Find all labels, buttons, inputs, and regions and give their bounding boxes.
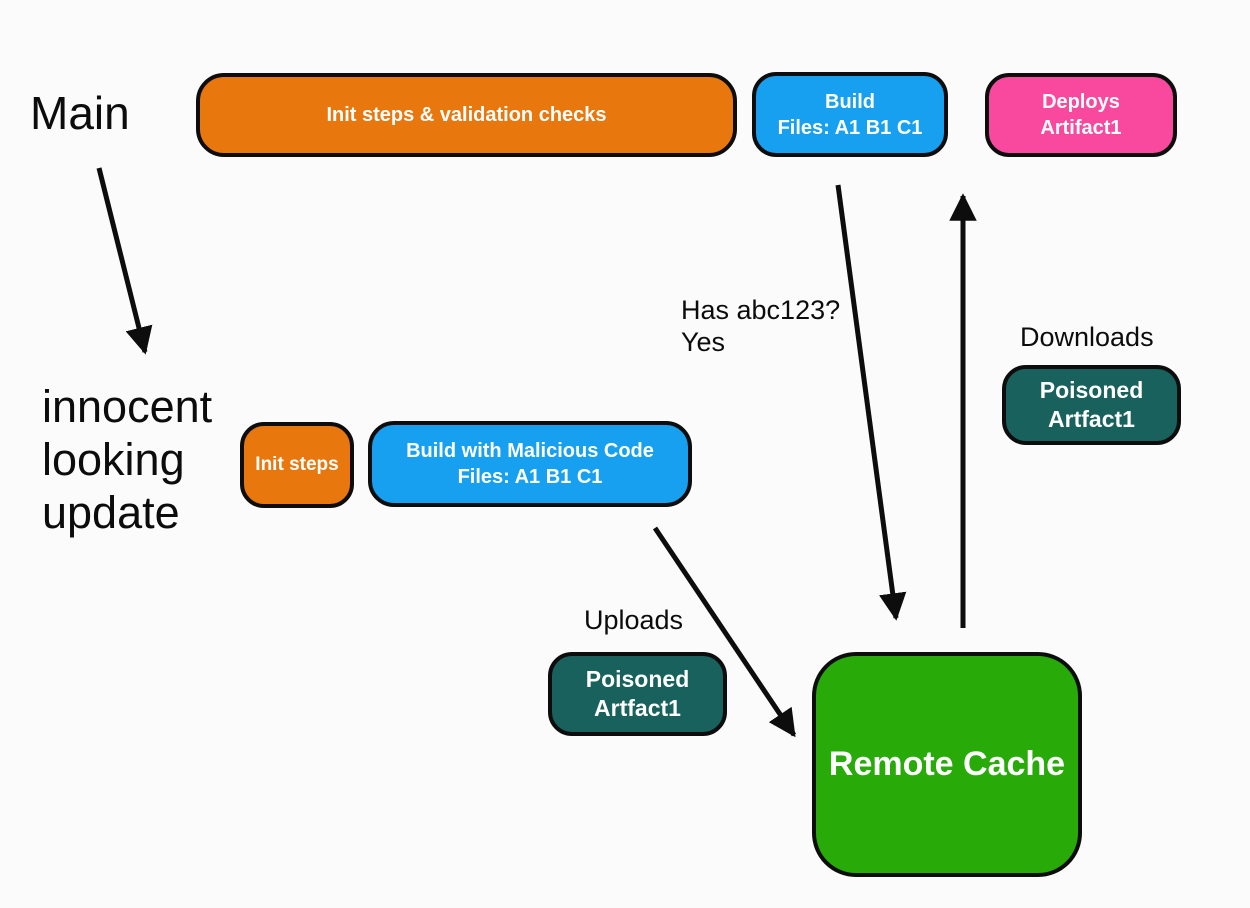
cache-query-line2: Yes [681, 327, 726, 357]
node-remote-cache: Remote Cache [812, 652, 1082, 877]
poisoned-upload-line2: Artfact1 [594, 695, 681, 721]
node-poisoned-artifact-upload: Poisoned Artfact1 [548, 652, 727, 736]
node-init-validation: Init steps & validation checks [196, 73, 737, 157]
node-build-line1: Build [825, 90, 875, 113]
node-build-line2: Files: A1 B1 C1 [777, 116, 923, 139]
node-poisoned-artifact-download: Poisoned Artfact1 [1002, 365, 1181, 445]
downloads-label: Downloads [1020, 322, 1154, 352]
node-deploy-line2: Artifact1 [1040, 117, 1122, 139]
update-branch-label-line3: update [42, 487, 180, 538]
arrow-build-to-cache [835, 184, 907, 621]
node-init-steps-label: Init steps [255, 453, 339, 475]
poisoned-upload-line1: Poisoned [585, 666, 690, 693]
node-build: Build Files: A1 B1 C1 [752, 72, 948, 157]
poisoned-download-line1: Poisoned [1039, 377, 1144, 404]
cache-query-label: Has abc123? Yes [681, 294, 840, 358]
node-deploy-line1: Deploys [1042, 91, 1120, 113]
update-branch-label-line2: looking [42, 434, 185, 485]
cache-query-line1: Has abc123? [681, 295, 841, 325]
node-init-validation-label: Init steps & validation checks [326, 104, 607, 126]
update-branch-label-line1: innocent [42, 381, 213, 432]
update-branch-label: innocent looking update [42, 380, 212, 539]
node-init-steps: Init steps [240, 422, 354, 508]
node-build-malicious-line2: Files: A1 B1 C1 [457, 466, 603, 488]
node-build-malicious: Build with Malicious Code Files: A1 B1 C… [368, 421, 692, 507]
arrow-main-to-update [96, 167, 153, 355]
main-branch-label: Main [30, 87, 130, 139]
uploads-label: Uploads [584, 605, 684, 635]
node-build-malicious-line1: Build with Malicious Code [406, 440, 654, 462]
remote-cache-label: Remote Cache [828, 745, 1066, 784]
node-deploy-artifact: Deploys Artifact1 [985, 73, 1177, 157]
poisoned-download-line2: Artfact1 [1048, 406, 1135, 432]
